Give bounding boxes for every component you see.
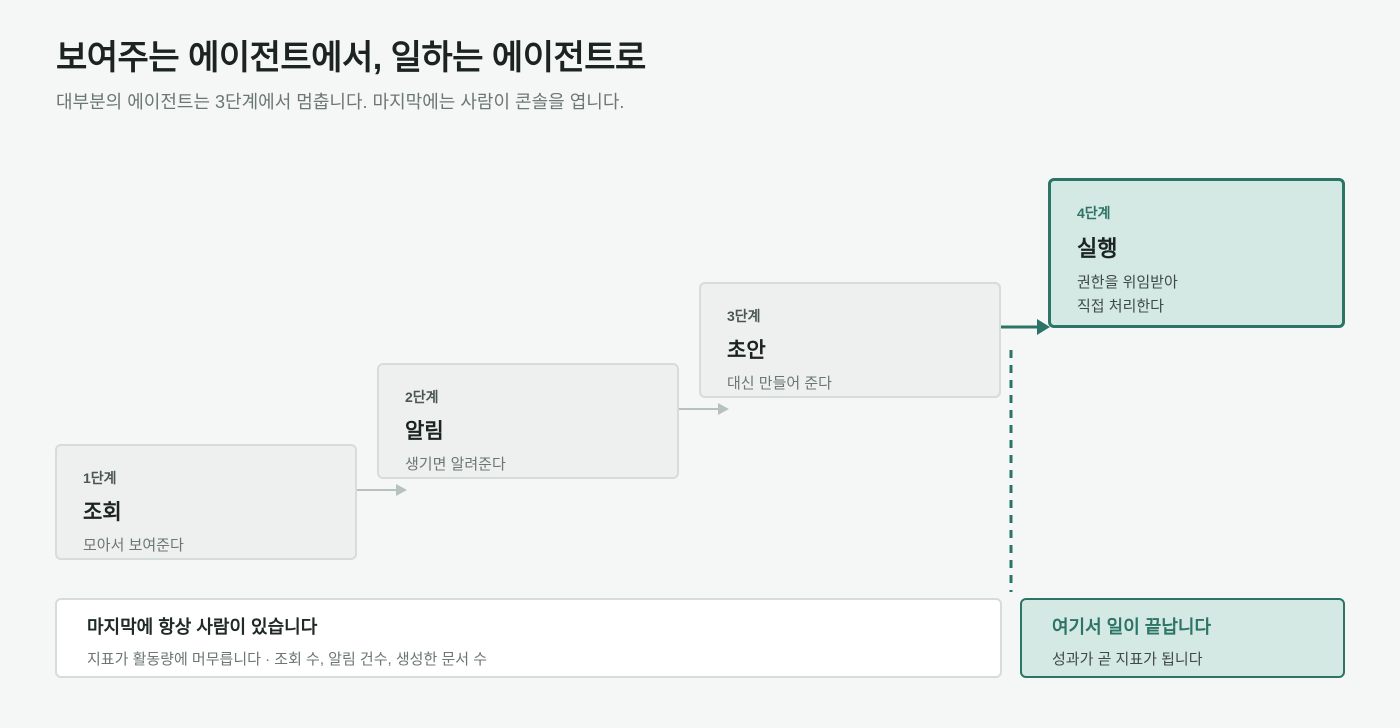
stage-4-step: 4단계: [1077, 205, 1111, 221]
work-ends-title: 여기서 일이 끝납니다: [1052, 617, 1212, 637]
page-title: 보여주는 에이전트에서, 일하는 에이전트로: [56, 39, 646, 77]
arrowhead-1-2: [396, 484, 407, 496]
stage-3-desc: 대신 만들어 준다: [727, 375, 832, 392]
stage-4-card: 4단계 실행 권한을 위임받아 직접 처리한다: [1048, 178, 1345, 328]
stage-3-card: 3단계 초안 대신 만들어 준다: [699, 282, 1001, 398]
stage-1-step: 1단계: [83, 470, 117, 486]
stage-2-name: 알림: [405, 420, 444, 443]
page-subtitle: 대부분의 에이전트는 3단계에서 멈춥니다. 마지막에는 사람이 콘솔을 엽니다…: [56, 92, 625, 112]
stage-1-card: 1단계 조회 모아서 보여준다: [55, 444, 357, 560]
work-ends-box: 여기서 일이 끝납니다 성과가 곧 지표가 됩니다: [1020, 598, 1345, 678]
stage-1-desc: 모아서 보여준다: [83, 537, 184, 554]
human-in-loop-box: 마지막에 항상 사람이 있습니다 지표가 활동량에 머무릅니다 · 조회 수, …: [55, 598, 1002, 678]
stage-1-name: 조회: [83, 501, 122, 524]
stage-4-desc-line2: 직접 처리한다: [1077, 298, 1164, 315]
arrowhead-2-3: [718, 403, 729, 415]
stage-2-card: 2단계 알림 생기면 알려준다: [377, 363, 679, 479]
stage-2-step: 2단계: [405, 389, 439, 405]
stage-4-desc-line1: 권한을 위임받아: [1077, 274, 1178, 291]
arrowhead-3-4: [1037, 319, 1050, 335]
stage-3-name: 초안: [727, 339, 766, 362]
human-in-loop-title: 마지막에 항상 사람이 있습니다: [87, 617, 318, 637]
human-in-loop-desc: 지표가 활동량에 머무릅니다 · 조회 수, 알림 건수, 생성한 문서 수: [87, 651, 488, 668]
stage-3-step: 3단계: [727, 308, 761, 324]
stage-4-name: 실행: [1077, 236, 1118, 261]
stage-2-desc: 생기면 알려준다: [405, 456, 506, 473]
work-ends-desc: 성과가 곧 지표가 됩니다: [1052, 651, 1203, 668]
